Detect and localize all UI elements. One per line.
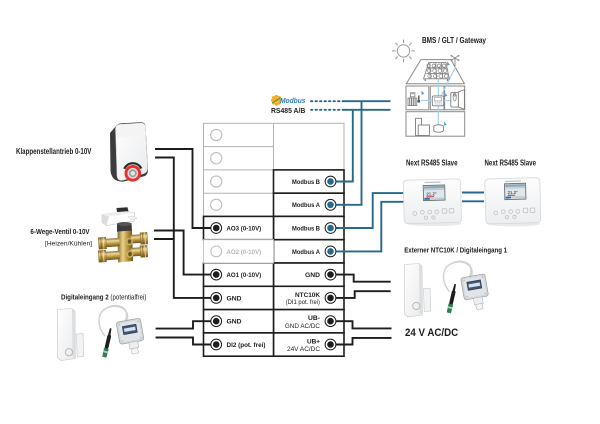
svg-text:Modbus B: Modbus B bbox=[292, 179, 320, 186]
svg-text:Next RS485 Slave: Next RS485 Slave bbox=[406, 158, 458, 167]
svg-text:21.2°: 21.2° bbox=[426, 191, 437, 196]
svg-text:AO2 (0-10V): AO2 (0-10V) bbox=[227, 249, 262, 256]
svg-text:AO3 (0-10V): AO3 (0-10V) bbox=[227, 225, 262, 232]
svg-text:Modbus A: Modbus A bbox=[292, 249, 320, 256]
svg-text:21.2°: 21.2° bbox=[508, 190, 519, 195]
svg-text:RS485 A/B: RS485 A/B bbox=[271, 106, 305, 115]
svg-text:GND: GND bbox=[227, 319, 242, 326]
svg-text:Klappenstellantrieb 0-10V: Klappenstellantrieb 0-10V bbox=[16, 147, 92, 156]
svg-text:Externer NTC10K / Digitaleinga: Externer NTC10K / Digitaleingang 1 bbox=[404, 245, 508, 254]
svg-text:Digitaleingang 2 (potentialfre: Digitaleingang 2 (potentialfrei) bbox=[61, 293, 147, 302]
svg-text:(DI1 pot. frei): (DI1 pot. frei) bbox=[286, 299, 320, 306]
svg-text:24 V AC/DC: 24 V AC/DC bbox=[405, 327, 459, 339]
svg-text:Next RS485 Slave: Next RS485 Slave bbox=[485, 158, 537, 167]
svg-text:Modbus: Modbus bbox=[280, 96, 306, 105]
svg-text:[Heizen/Kühlen]: [Heizen/Kühlen] bbox=[45, 241, 92, 248]
svg-text:UB-: UB- bbox=[308, 315, 320, 322]
svg-text:24V AC/DC: 24V AC/DC bbox=[287, 346, 320, 353]
svg-text:Modbus B: Modbus B bbox=[292, 225, 320, 232]
svg-text:NTC10K: NTC10K bbox=[295, 292, 320, 299]
svg-text:BMS / GLT / Gateway: BMS / GLT / Gateway bbox=[422, 36, 486, 45]
svg-text:UB+: UB+ bbox=[307, 339, 320, 346]
svg-text:DI2 (pot. frei): DI2 (pot. frei) bbox=[227, 342, 266, 349]
svg-text:GND: GND bbox=[227, 295, 242, 302]
svg-text:AO1 (0-10V): AO1 (0-10V) bbox=[227, 272, 262, 279]
svg-text:GND AC/DC: GND AC/DC bbox=[285, 323, 321, 330]
svg-text:6-Wege-Ventil 0-10V: 6-Wege-Ventil 0-10V bbox=[30, 229, 89, 236]
svg-text:GND: GND bbox=[305, 272, 320, 279]
svg-text:Modbus A: Modbus A bbox=[292, 202, 320, 209]
